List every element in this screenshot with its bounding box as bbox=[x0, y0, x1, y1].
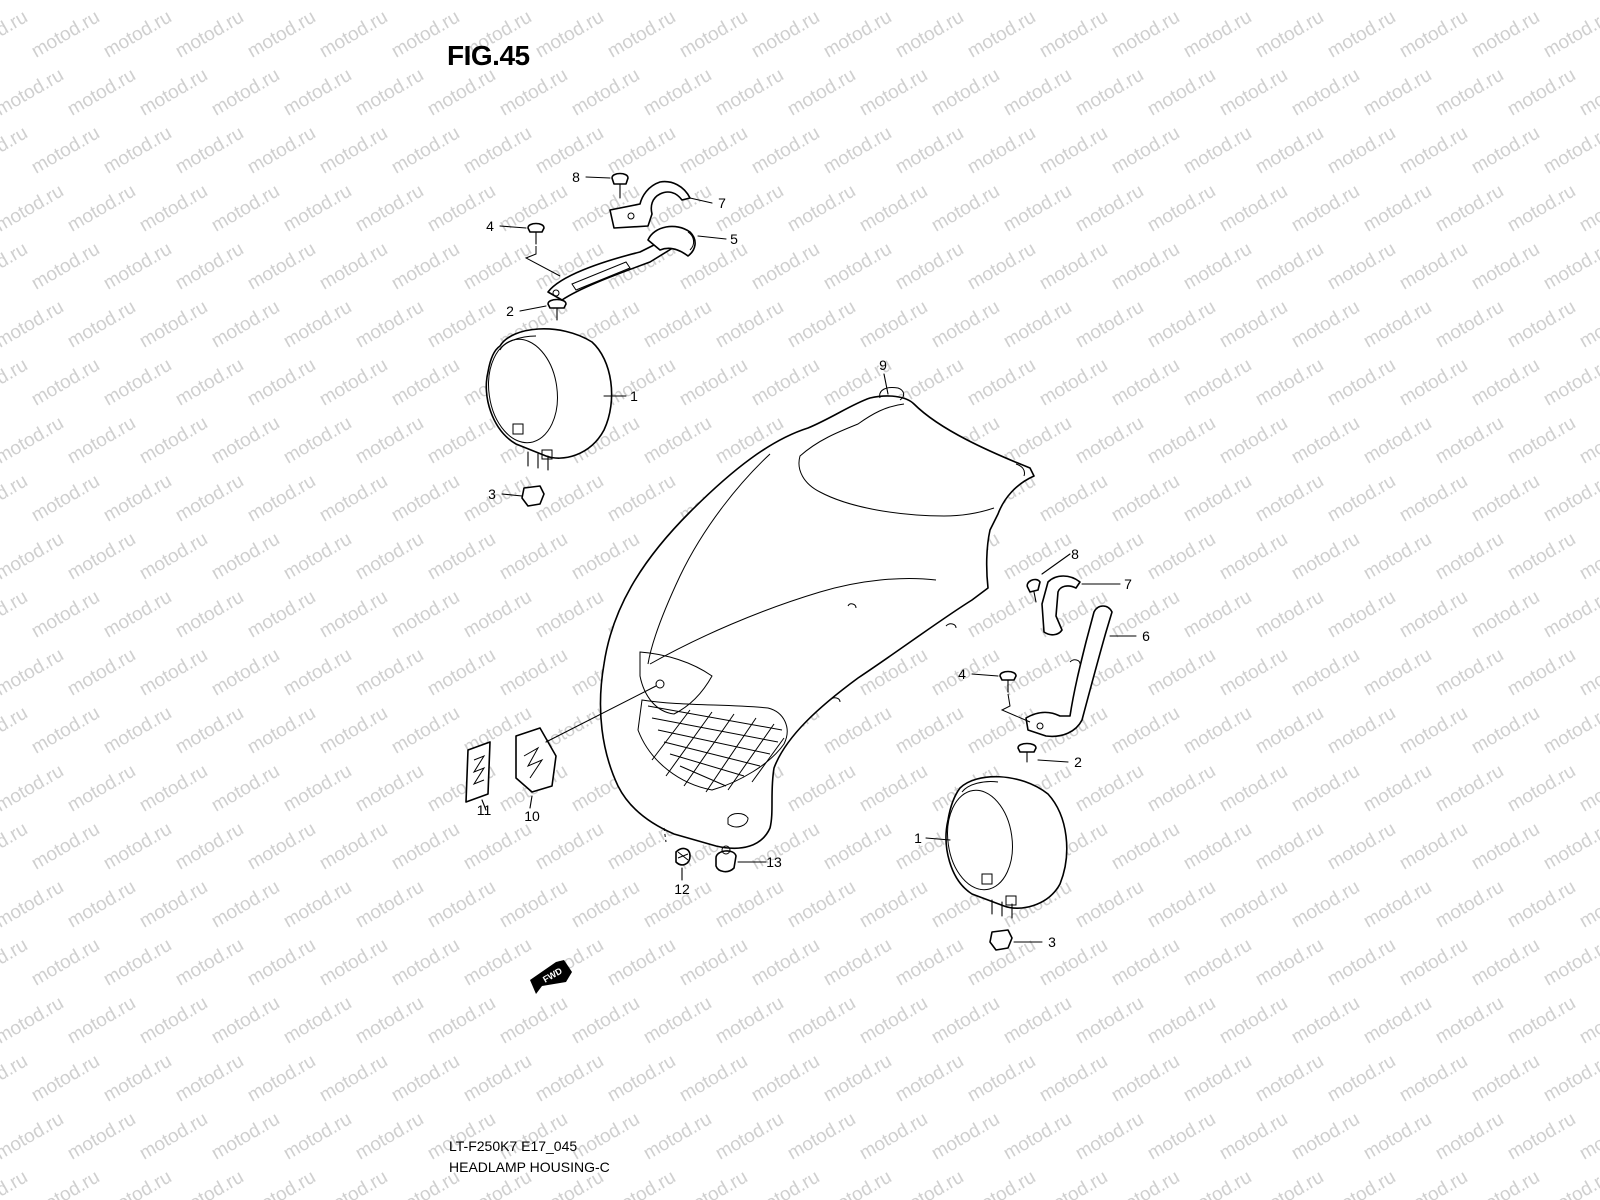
callout-13: 13 bbox=[766, 854, 782, 870]
clamp-right bbox=[1041, 575, 1081, 636]
callout-6: 6 bbox=[1142, 628, 1150, 644]
nut-3-upper bbox=[521, 485, 545, 507]
callout-11: 11 bbox=[477, 802, 492, 818]
watermark-text: motod.ru bbox=[1576, 0, 1600, 4]
screw-8-lower bbox=[1026, 578, 1041, 603]
headlamp-rim-upper bbox=[485, 328, 613, 471]
diagram-code: LT-F250K7 E17_045 bbox=[449, 1138, 578, 1154]
callout-9: 9 bbox=[879, 357, 887, 373]
bracket-right bbox=[1025, 605, 1113, 738]
nut-3-lower bbox=[989, 929, 1013, 951]
callout-10: 10 bbox=[524, 808, 540, 824]
fwd-arrow-icon: FWD bbox=[530, 960, 572, 994]
emblem-10 bbox=[515, 727, 557, 793]
emblem-11 bbox=[465, 741, 491, 803]
callout-1-lower: 1 bbox=[914, 830, 922, 846]
callout-4-lower: 4 bbox=[958, 666, 966, 682]
clip-12 bbox=[675, 847, 691, 866]
figure-title: FIG.45 bbox=[447, 40, 530, 71]
callout-4-upper: 4 bbox=[486, 218, 494, 234]
callout-8-upper: 8 bbox=[572, 169, 580, 185]
leader-emblem-10 bbox=[545, 685, 657, 743]
callout-12: 12 bbox=[674, 881, 690, 897]
screw-4-upper bbox=[524, 222, 561, 277]
leader-lines bbox=[481, 176, 1137, 943]
diagram-name: HEADLAMP HOUSING-C bbox=[449, 1159, 610, 1175]
callout-7-upper: 7 bbox=[718, 195, 726, 211]
callouts: 8 7 4 5 2 1 3 9 8 7 6 4 2 11 10 13 12 1 … bbox=[477, 169, 1150, 950]
screw-8-upper bbox=[611, 172, 629, 199]
callout-3-upper: 3 bbox=[488, 486, 496, 502]
callout-8-lower: 8 bbox=[1071, 546, 1079, 562]
screw-4-lower bbox=[999, 670, 1031, 723]
headlamp-rim-lower bbox=[945, 775, 1068, 919]
callout-2-lower: 2 bbox=[1074, 754, 1082, 770]
callout-5: 5 bbox=[730, 231, 738, 247]
headlamp-housing-cowl bbox=[599, 387, 1035, 850]
clamp-upper-left bbox=[609, 180, 691, 229]
callout-1-upper: 1 bbox=[630, 388, 638, 404]
bracket-left bbox=[547, 225, 696, 301]
bolt-2-lower bbox=[1017, 742, 1037, 763]
callout-7-lower: 7 bbox=[1124, 576, 1132, 592]
rivet-13 bbox=[715, 845, 737, 873]
bolt-2-upper bbox=[547, 298, 567, 321]
callout-2-upper: 2 bbox=[506, 303, 514, 319]
callout-3-lower: 3 bbox=[1048, 934, 1056, 950]
